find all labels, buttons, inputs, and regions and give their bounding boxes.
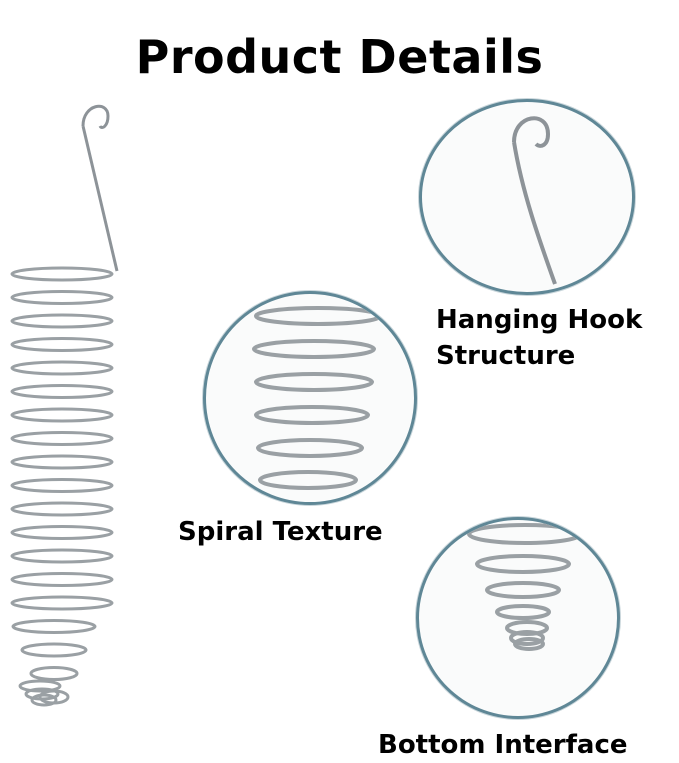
hook-caption: Hanging Hook Structure [436, 302, 642, 374]
spring-coil [29, 666, 79, 681]
hook-caption-line2: Structure [436, 341, 576, 371]
spring-base-coil [18, 679, 62, 693]
bottom-detail-circle [416, 517, 620, 719]
hook-caption-line1: Hanging Hook [436, 305, 643, 335]
bottom-interface-closeup [467, 523, 583, 651]
spring-base-coil [30, 693, 58, 707]
spring-coil [10, 407, 114, 423]
spiral-caption: Spiral Texture [178, 517, 383, 547]
spring-coil [10, 478, 114, 493]
spring-coil [10, 548, 114, 564]
page-title: Product Details [135, 29, 544, 84]
spring-base-coil [24, 687, 60, 701]
spring-coil [10, 572, 114, 587]
spring-coil [10, 313, 114, 329]
hook-detail-circle [419, 99, 635, 295]
spiral-detail-circle [203, 291, 417, 505]
spiral-feeder-image [10, 104, 119, 707]
spring-coil [10, 431, 114, 446]
spiral-texture-closeup [252, 306, 382, 490]
spring-coil [10, 360, 114, 376]
spring-coil [10, 595, 114, 611]
spring-coil [10, 384, 114, 399]
spring-coil [10, 290, 114, 305]
spring-coil [20, 642, 88, 658]
spring-coil [10, 266, 114, 282]
spring-coil [11, 619, 97, 634]
spring-coil [10, 454, 114, 470]
spring-coil [10, 337, 114, 352]
hanging-hook-closeup [512, 116, 557, 285]
spring-coil [10, 525, 114, 540]
bottom-caption: Bottom Interface [378, 730, 628, 760]
spring-coil [10, 501, 114, 517]
